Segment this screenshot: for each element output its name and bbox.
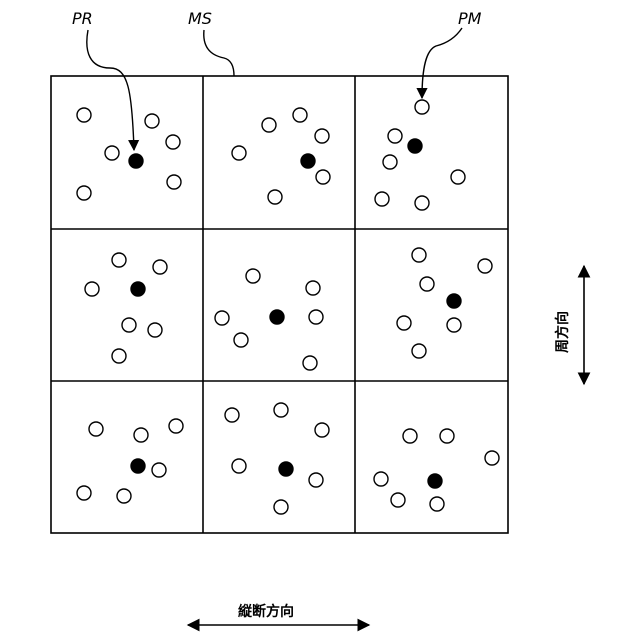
open-particle	[112, 349, 126, 363]
open-particle	[89, 422, 103, 436]
filled-particle	[301, 154, 315, 168]
open-particle	[403, 429, 417, 443]
cell-r2-c1	[85, 253, 167, 363]
open-particle	[234, 333, 248, 347]
open-particle	[169, 419, 183, 433]
open-particle	[375, 192, 389, 206]
cell-r2-c3	[397, 248, 492, 358]
open-particle	[274, 500, 288, 514]
filled-particle	[447, 294, 461, 308]
pm-leader-arrow	[422, 28, 462, 98]
cell-r1-c1	[77, 108, 181, 200]
open-particle	[122, 318, 136, 332]
open-particle	[268, 190, 282, 204]
open-particle	[412, 344, 426, 358]
open-particle	[420, 277, 434, 291]
filled-particle	[428, 474, 442, 488]
label-pr: PR	[72, 9, 93, 28]
open-particle	[274, 403, 288, 417]
open-particle	[309, 310, 323, 324]
cell-r3-c3	[374, 429, 499, 511]
open-particle	[225, 408, 239, 422]
open-particle	[134, 428, 148, 442]
open-particle	[415, 100, 429, 114]
label-pm: PM	[458, 9, 482, 28]
cell-r3-c1	[77, 419, 183, 503]
open-particle	[316, 170, 330, 184]
filled-particle	[131, 282, 145, 296]
open-particle	[447, 318, 461, 332]
filled-particle	[131, 459, 145, 473]
open-particle	[374, 472, 388, 486]
open-particle	[153, 260, 167, 274]
cell-r1-c3	[375, 100, 465, 210]
open-particle	[303, 356, 317, 370]
open-particle	[397, 316, 411, 330]
open-particle	[117, 489, 131, 503]
open-particle	[215, 311, 229, 325]
open-particle	[430, 497, 444, 511]
longitudinal-direction-label: 縦断方向	[238, 603, 294, 620]
open-particle	[306, 281, 320, 295]
open-particle	[391, 493, 405, 507]
open-particle	[77, 486, 91, 500]
open-particle	[383, 155, 397, 169]
open-particle	[167, 175, 181, 189]
open-particle	[148, 323, 162, 337]
open-particle	[315, 129, 329, 143]
open-particle	[232, 459, 246, 473]
open-particle	[246, 269, 260, 283]
open-particle	[485, 451, 499, 465]
open-particle	[232, 146, 246, 160]
open-particle	[112, 253, 126, 267]
cell-r3-c2	[225, 403, 329, 514]
open-particle	[388, 129, 402, 143]
circumferential-direction-label: 周方向	[554, 311, 571, 353]
open-particle	[478, 259, 492, 273]
cell-r1-c2	[232, 108, 330, 204]
open-particle	[145, 114, 159, 128]
pr-leader-arrow	[87, 30, 134, 150]
filled-particle	[408, 139, 422, 153]
open-particle	[85, 282, 99, 296]
grid-outline	[51, 76, 508, 533]
open-particle	[293, 108, 307, 122]
open-particle	[451, 170, 465, 184]
open-particle	[152, 463, 166, 477]
filled-particle	[129, 154, 143, 168]
filled-particle	[279, 462, 293, 476]
open-particle	[166, 135, 180, 149]
open-particle	[412, 248, 426, 262]
cell-r2-c2	[215, 269, 323, 370]
label-ms: MS	[188, 9, 212, 28]
open-particle	[77, 186, 91, 200]
open-particle	[105, 146, 119, 160]
open-particle	[262, 118, 276, 132]
open-particle	[440, 429, 454, 443]
ms-leader-line	[204, 30, 234, 76]
grid	[51, 76, 508, 533]
open-particle	[315, 423, 329, 437]
open-particle	[309, 473, 323, 487]
open-particle	[415, 196, 429, 210]
open-particle	[77, 108, 91, 122]
filled-particle	[270, 310, 284, 324]
